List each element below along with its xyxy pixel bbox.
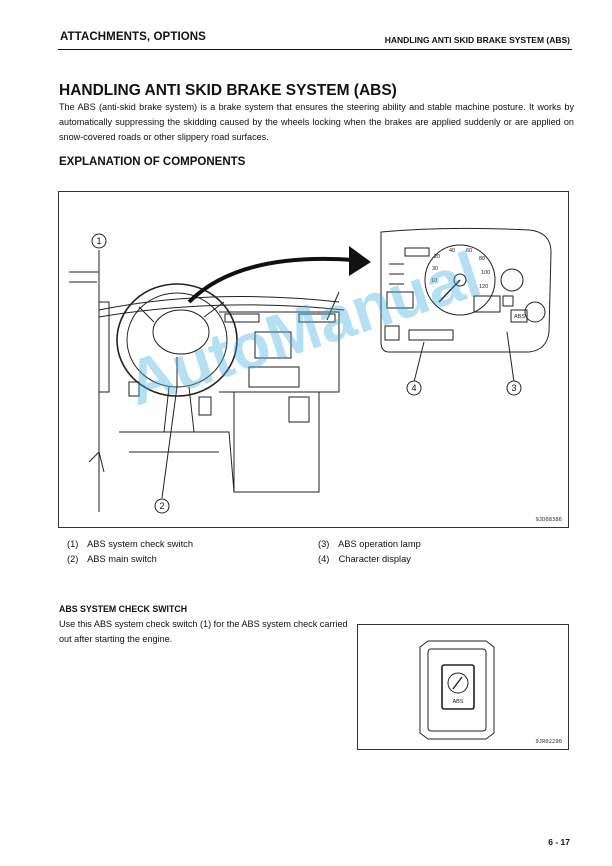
components-figure: 1 2 3 4 20 40 60 80 100 120 10 30 ABS 9J… xyxy=(58,191,569,528)
figure-code: 9JD08386 xyxy=(535,517,563,523)
header-topic: HANDLING ANTI SKID BRAKE SYSTEM (ABS) xyxy=(384,35,570,45)
callout-3: 3 xyxy=(511,383,516,393)
caption-item: (2) ABS main switch xyxy=(67,553,157,564)
gauge-number: 30 xyxy=(432,266,438,272)
page-number: 6 - 17 xyxy=(548,837,570,847)
gauge-number: 40 xyxy=(449,248,455,254)
check-switch-figure: ABS 9JR02290 xyxy=(357,624,569,750)
callout-4: 4 xyxy=(411,383,416,393)
intro-paragraph: The ABS (anti-skid brake system) is a br… xyxy=(59,102,574,142)
caption-column-right: (3) ABS operation lamp (4) Character dis… xyxy=(318,537,421,566)
gauge-number: 80 xyxy=(479,256,485,262)
gauge-number: 60 xyxy=(466,248,472,254)
header-section: ATTACHMENTS, OPTIONS xyxy=(60,31,206,43)
figure-code: 9JR02290 xyxy=(535,739,563,745)
callout-1: 1 xyxy=(96,236,101,246)
caption-column-left: (1) ABS system check switch (2) ABS main… xyxy=(67,537,193,566)
gauge-number: 120 xyxy=(479,284,488,290)
panel-abs-label: ABS xyxy=(514,314,525,320)
caption-item: (1) ABS system check switch xyxy=(67,539,193,549)
abs-switch-illustration: ABS xyxy=(419,640,495,740)
explanation-heading: EXPLANATION OF COMPONENTS xyxy=(59,156,246,168)
callout-2: 2 xyxy=(159,501,164,511)
switch-abs-label: ABS xyxy=(452,699,463,705)
caption-item: (3) ABS operation lamp xyxy=(318,539,421,549)
gauge-number: 10 xyxy=(431,278,437,284)
gauge-number: 20 xyxy=(434,254,440,260)
check-switch-text: Use this ABS system check switch (1) for… xyxy=(59,619,348,644)
caption-item: (4) Character display xyxy=(318,553,411,564)
check-switch-heading: ABS SYSTEM CHECK SWITCH xyxy=(59,604,188,614)
gauge-number: 100 xyxy=(481,270,490,276)
header-rule xyxy=(58,49,572,50)
page-title: HANDLING ANTI SKID BRAKE SYSTEM (ABS) xyxy=(59,82,397,99)
dashboard-illustration: 1 2 3 4 20 40 60 80 100 120 10 30 ABS xyxy=(69,227,552,514)
